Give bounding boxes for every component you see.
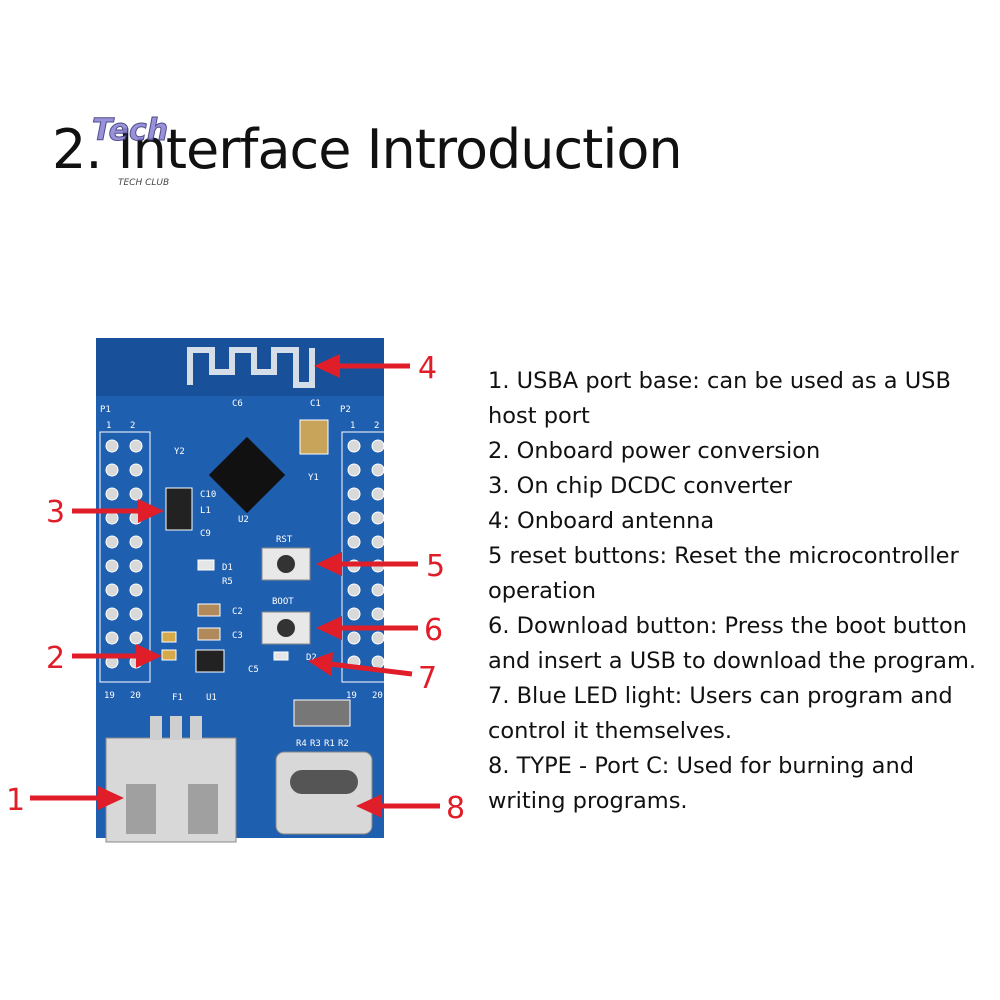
silk-pin2-right: 2 [374,421,379,431]
smd-components [161,559,351,727]
callout-arrowhead-1 [98,786,124,810]
description-item-3: 3. On chip DCDC converter [488,473,793,499]
description-item-5: 5 reset buttons: Reset the microcontroll… [488,543,959,604]
callout-arrowhead-8 [356,794,382,818]
silk-pin19-left: 19 [104,691,115,701]
silk-u1: U1 [206,693,217,703]
brand-logo: Tech TECH CLUB [92,113,170,189]
callout-label-3: 3 [46,495,65,530]
silk-u2: U2 [238,515,249,525]
feature-description-list: 1. USBA port base: can be used as a USB … [488,364,988,819]
silk-pin1-right: 1 [350,421,355,431]
usb-c-port [275,751,373,835]
callout-arrowhead-3 [138,499,164,523]
silk-l1: L1 [200,506,211,516]
silk-p2: P2 [340,405,351,415]
silk-pin19-right: 19 [346,691,357,701]
callout-arrow-7 [329,661,413,677]
silk-d2: D2 [306,653,317,663]
silk-c5: C5 [248,665,259,675]
callout-label-5: 5 [426,549,445,584]
antenna-trace [187,347,315,388]
crystal-y1 [299,419,329,455]
silk-rst: RST [276,535,293,545]
callout-label-8: 8 [446,791,465,826]
silk-c3: C3 [232,631,243,641]
silk-r2: R2 [338,739,349,749]
callout-arrowhead-2 [136,644,162,668]
pin-header-left [99,431,151,683]
description-item-2: 2. Onboard power conversion [488,438,821,464]
silk-pin20-left: 20 [130,691,141,701]
description-item-7: 7. Blue LED light: Users can program and… [488,683,953,744]
callout-label-2: 2 [46,641,65,676]
silk-y2: Y2 [174,447,185,457]
usb-a-port [105,716,237,843]
callout-label-1: 1 [6,783,25,818]
page-title: 2. Interface Introduction [52,118,683,181]
boot-button [261,611,311,645]
callout-label-7: 7 [418,661,437,696]
silk-y1: Y1 [308,473,319,483]
description-item-8: 8. TYPE - Port C: Used for burning and w… [488,753,915,814]
silk-c9: C9 [200,529,211,539]
callout-label-4: 4 [418,351,437,386]
silk-r5: R5 [222,577,233,587]
reset-button [261,547,311,581]
callout-label-6: 6 [424,613,443,648]
mcu-chip [208,436,286,514]
silk-boot: BOOT [272,597,294,607]
pin-header-right [341,431,393,683]
svg-text:TECH CLUB: TECH CLUB [118,178,169,188]
silk-pin2-left: 2 [130,421,135,431]
silk-c2: C2 [232,607,243,617]
description-item-6: 6. Download button: Press the boot butto… [488,613,977,674]
silk-d1: D1 [222,563,233,573]
silk-c10: C10 [200,490,216,500]
silk-pin20-right: 20 [372,691,383,701]
silk-r4: R4 [296,739,307,749]
description-item-1: 1. USBA port base: can be used as a USB … [488,368,951,429]
silk-pin1-left: 1 [106,421,111,431]
silk-c1: C1 [310,399,321,409]
callout-arrowhead-4 [314,354,340,378]
silk-p1: P1 [100,405,111,415]
dcdc-chip [165,487,193,531]
silk-r1: R1 [324,739,335,749]
description-item-4: 4: Onboard antenna [488,508,715,534]
callout-arrowhead-5 [316,552,342,576]
callout-arrowhead-6 [316,616,342,640]
silk-f1: F1 [172,693,183,703]
silk-r3: R3 [310,739,321,749]
svg-text:Tech: Tech [92,113,168,148]
silk-c6: C6 [232,399,243,409]
callout-arrowhead-7 [308,652,333,676]
